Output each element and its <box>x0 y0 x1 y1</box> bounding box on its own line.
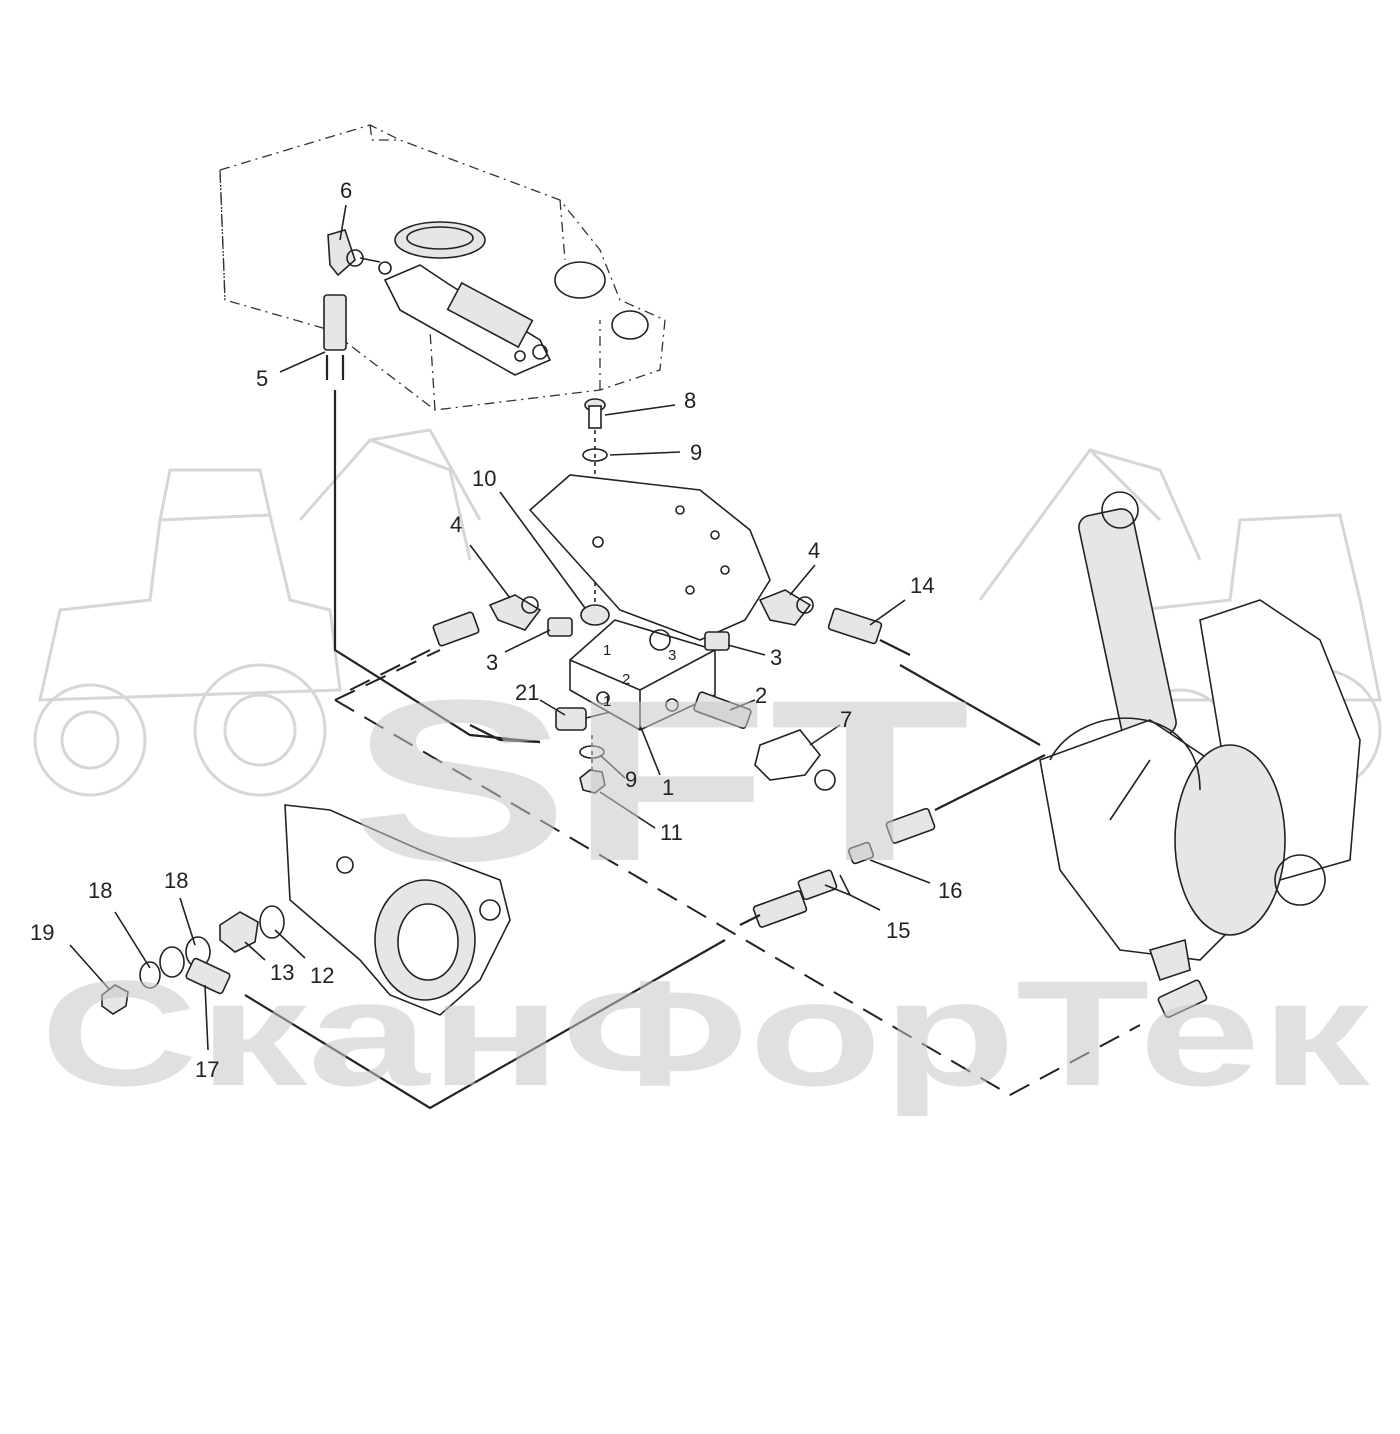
callout-7: 7 <box>840 707 852 732</box>
tank-cylinder <box>383 264 552 376</box>
callout-3: 3 <box>486 650 498 675</box>
adapter-3-right <box>704 631 730 651</box>
hose-16 <box>847 754 1046 865</box>
spacer-10 <box>580 604 610 626</box>
callout-11: 11 <box>660 820 683 845</box>
adapter-3-left <box>547 617 573 637</box>
leader-lines <box>69 204 931 1051</box>
hydraulic-pump-assembly <box>1039 491 1361 982</box>
hose-5 <box>323 294 347 380</box>
callout-17: 17 <box>195 1057 219 1082</box>
callout-8: 8 <box>684 388 696 413</box>
pipe-line-5 <box>333 390 541 744</box>
hose-end-17 <box>185 957 231 995</box>
mounting-plate <box>528 474 771 641</box>
o-ring-12 <box>259 905 285 939</box>
callout-21: 21 <box>515 680 539 705</box>
washer-18-extra <box>139 961 161 989</box>
adapter-2 <box>693 691 752 729</box>
valve-block-1 <box>569 619 716 731</box>
callout-1: 1 <box>662 775 674 800</box>
elbow-fitting-7 <box>754 729 836 791</box>
hose-15 <box>739 869 838 928</box>
callout-18: 18 <box>164 868 188 893</box>
hose-end-lower-right <box>1157 979 1208 1019</box>
block-port-label: 1 <box>603 693 611 710</box>
callout-4: 4 <box>808 538 820 563</box>
callout-18: 18 <box>88 878 112 903</box>
callout-10: 10 <box>472 466 496 491</box>
elbow-fitting-4-left <box>488 594 542 631</box>
pipe-line-17 <box>244 939 726 1110</box>
nut-11 <box>579 769 606 794</box>
callout-15: 15 <box>886 918 910 943</box>
callout-14: 14 <box>910 573 934 598</box>
callout-3: 3 <box>770 645 782 670</box>
callout-9: 9 <box>690 440 702 465</box>
callout-13: 13 <box>270 960 294 985</box>
adapter-13 <box>219 911 259 953</box>
elbow-fitting-4-right <box>758 589 814 626</box>
block-port-label: 3 <box>668 647 676 664</box>
bolt-8 <box>584 398 606 429</box>
callout-9: 9 <box>625 767 637 792</box>
tank-filler-neck <box>394 221 486 259</box>
callout-19: 19 <box>30 920 54 945</box>
dashed-return-line <box>334 649 441 701</box>
callout-4: 4 <box>450 512 462 537</box>
callout-6: 6 <box>340 178 352 203</box>
block-port-label: 2 <box>622 671 630 688</box>
gearbox-housing <box>284 804 511 1016</box>
dashed-return-line-2 <box>334 699 1141 1097</box>
hose-segment-a <box>469 724 541 744</box>
callout-2: 2 <box>755 683 767 708</box>
watermark-logo-text: SFT <box>350 652 970 909</box>
hose-left-upper <box>349 611 480 691</box>
hydraulic-tank-outline <box>219 124 666 411</box>
callout-5: 5 <box>256 366 268 391</box>
callout-16: 16 <box>938 878 962 903</box>
watermark-company-name: СканФорТек <box>40 949 1371 1117</box>
plug-19 <box>101 984 129 1015</box>
washer-18-left <box>159 946 185 978</box>
hose-14 <box>827 607 1041 746</box>
block-port-label: 1 <box>603 642 611 659</box>
callout-12: 12 <box>310 963 334 988</box>
elbow-fitting-6 <box>327 229 392 277</box>
